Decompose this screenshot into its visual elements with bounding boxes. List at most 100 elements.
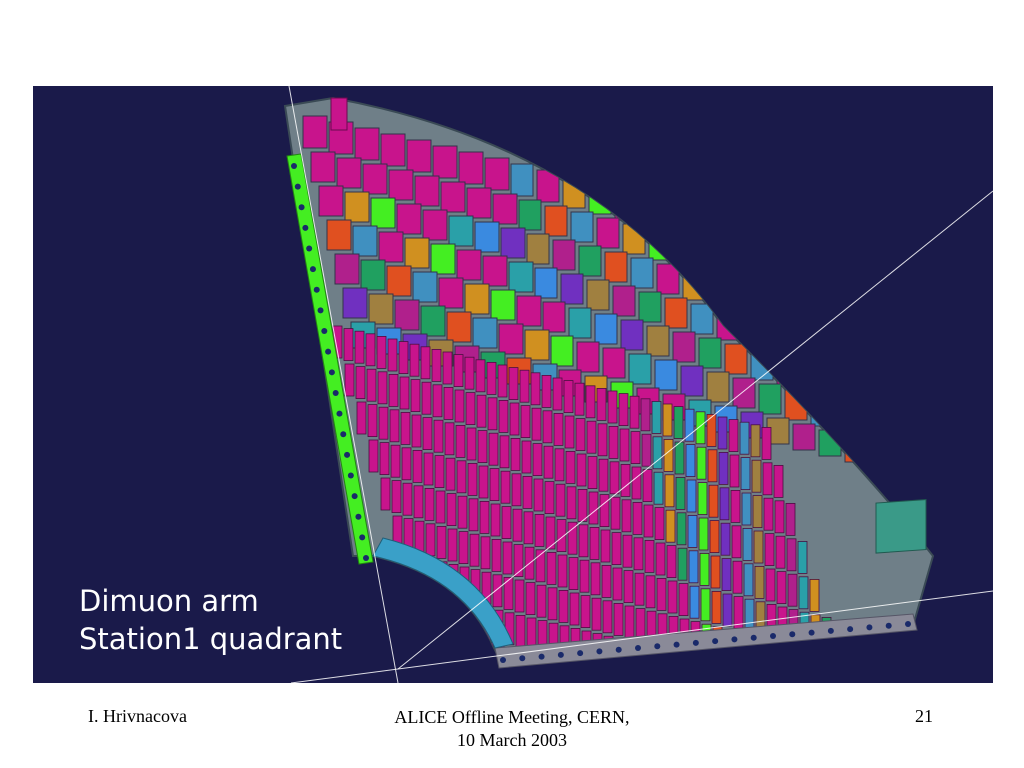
detector-pad xyxy=(445,457,456,491)
detector-pad xyxy=(420,346,431,380)
detector-pad xyxy=(666,199,690,233)
detector-pad xyxy=(848,241,872,275)
detector-pad xyxy=(534,267,558,299)
detector-pad xyxy=(654,507,665,541)
detector-pad xyxy=(435,490,446,524)
bolt xyxy=(615,646,622,653)
detector-pad xyxy=(480,536,491,570)
detector-pad xyxy=(732,377,756,409)
detector-pad xyxy=(336,157,362,189)
detector-pad xyxy=(380,133,406,167)
detector-pad xyxy=(797,540,808,574)
detector-pad xyxy=(464,283,490,315)
bottom-rail xyxy=(494,613,918,669)
detector-pad xyxy=(649,682,658,683)
detector-pad xyxy=(365,333,376,367)
detector-pad xyxy=(742,315,766,347)
detector-pad xyxy=(378,406,389,440)
detector-pad xyxy=(466,187,492,219)
rail-bolts xyxy=(500,621,911,663)
detector-pad xyxy=(888,413,912,445)
top-tab xyxy=(330,97,348,131)
detector-pad xyxy=(713,661,724,666)
detector-pad xyxy=(510,163,534,197)
detector-pad xyxy=(474,221,500,253)
detector-pad xyxy=(578,245,602,277)
detector-pad xyxy=(556,519,567,553)
detector-pad xyxy=(611,532,622,566)
detector-pad xyxy=(706,371,730,403)
detector-pad xyxy=(465,392,476,426)
detector-pad xyxy=(513,544,524,578)
detector-pad xyxy=(599,494,610,528)
detector-pad xyxy=(590,562,601,596)
detector-pad xyxy=(497,364,508,398)
detector-pad xyxy=(708,275,732,307)
detector-pad xyxy=(830,271,854,303)
detector-pad xyxy=(492,193,518,225)
detector-pad xyxy=(598,458,609,492)
detector-pad xyxy=(674,441,685,475)
detector-pad xyxy=(546,551,557,585)
detector-pad xyxy=(780,678,789,683)
bolt xyxy=(770,633,776,639)
detector-pad xyxy=(380,477,391,511)
detector-pad xyxy=(662,403,673,437)
detector-pad xyxy=(587,456,598,490)
detector-pad xyxy=(709,520,720,554)
detector-pad xyxy=(696,446,707,480)
bolt xyxy=(577,650,584,657)
detector-pad xyxy=(872,345,896,377)
detector-pad xyxy=(691,656,702,666)
detector-pad xyxy=(754,565,765,599)
detector-pad xyxy=(498,323,524,355)
detector-pad xyxy=(526,233,550,265)
detector-pad xyxy=(828,367,852,399)
detector-pad xyxy=(791,680,800,683)
detector-pad xyxy=(456,249,482,281)
detector-pad xyxy=(761,426,772,460)
detector-pad xyxy=(700,588,711,622)
detector-pad xyxy=(552,377,563,411)
detector-pad xyxy=(390,444,401,478)
detector-pad xyxy=(624,605,635,639)
detector-pad xyxy=(758,383,782,415)
detector-pad xyxy=(521,440,532,474)
detector-pad xyxy=(443,386,454,420)
detector-pad xyxy=(608,425,619,459)
detector-pad xyxy=(643,504,654,538)
detector-pad xyxy=(678,583,689,617)
detector-pad xyxy=(501,506,512,540)
bolt xyxy=(313,286,320,293)
detector-pad xyxy=(444,422,455,456)
detector-pad xyxy=(542,410,553,444)
detector-pad xyxy=(730,489,741,523)
detector-pad xyxy=(560,273,584,305)
detector-pad xyxy=(833,655,844,666)
detector-pad xyxy=(401,447,412,481)
detector-pad xyxy=(490,289,516,321)
detector-pad xyxy=(467,462,478,496)
detector-pad xyxy=(388,373,399,407)
detector-pad xyxy=(778,259,802,291)
detector-pad xyxy=(448,215,474,247)
detector-pad xyxy=(613,603,624,636)
detector-pad xyxy=(423,452,434,486)
detector-pad xyxy=(770,223,794,257)
bolt xyxy=(885,622,892,629)
detector-pad xyxy=(545,516,556,550)
detector-pad xyxy=(522,475,533,509)
detector-pad xyxy=(438,596,449,630)
detector-pad xyxy=(334,253,360,285)
detector-pad xyxy=(666,545,677,579)
bolt xyxy=(325,348,332,355)
detector-pad xyxy=(609,461,620,495)
detector-pad xyxy=(789,644,800,666)
detector-pad xyxy=(700,241,724,273)
detector-pad xyxy=(579,559,590,593)
bolt xyxy=(328,369,335,376)
detector-pad xyxy=(641,433,652,467)
detector-pad xyxy=(753,530,764,564)
detector-pad xyxy=(732,560,743,594)
detector-pad xyxy=(734,281,758,313)
